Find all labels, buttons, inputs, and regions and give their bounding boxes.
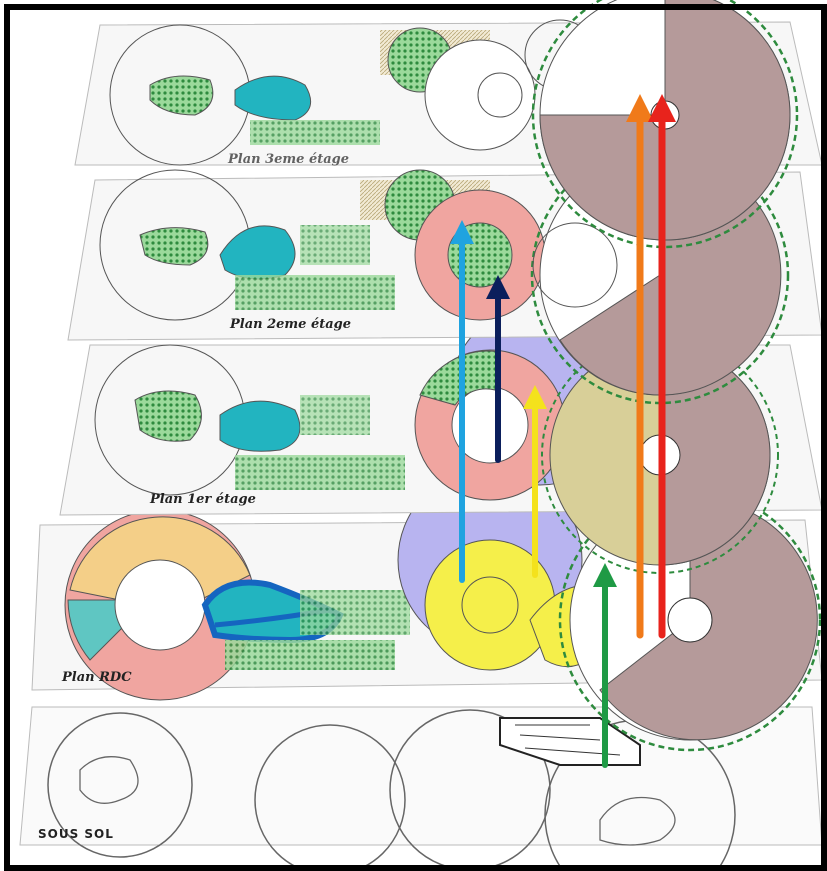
layer-label-second-floor: Plan 2eme étage (229, 317, 351, 332)
layer-label-ground-floor: Plan RDC (61, 670, 132, 685)
layer-label-first-floor: Plan 1er étage (149, 492, 256, 507)
vertical-connectors (450, 94, 676, 768)
layer-label-top-floor: Plan 3eme étage (227, 152, 349, 167)
layer-label-basement: SOUS SOL (38, 827, 114, 841)
layer-ground-floor: Plan RDC (31, 467, 823, 752)
